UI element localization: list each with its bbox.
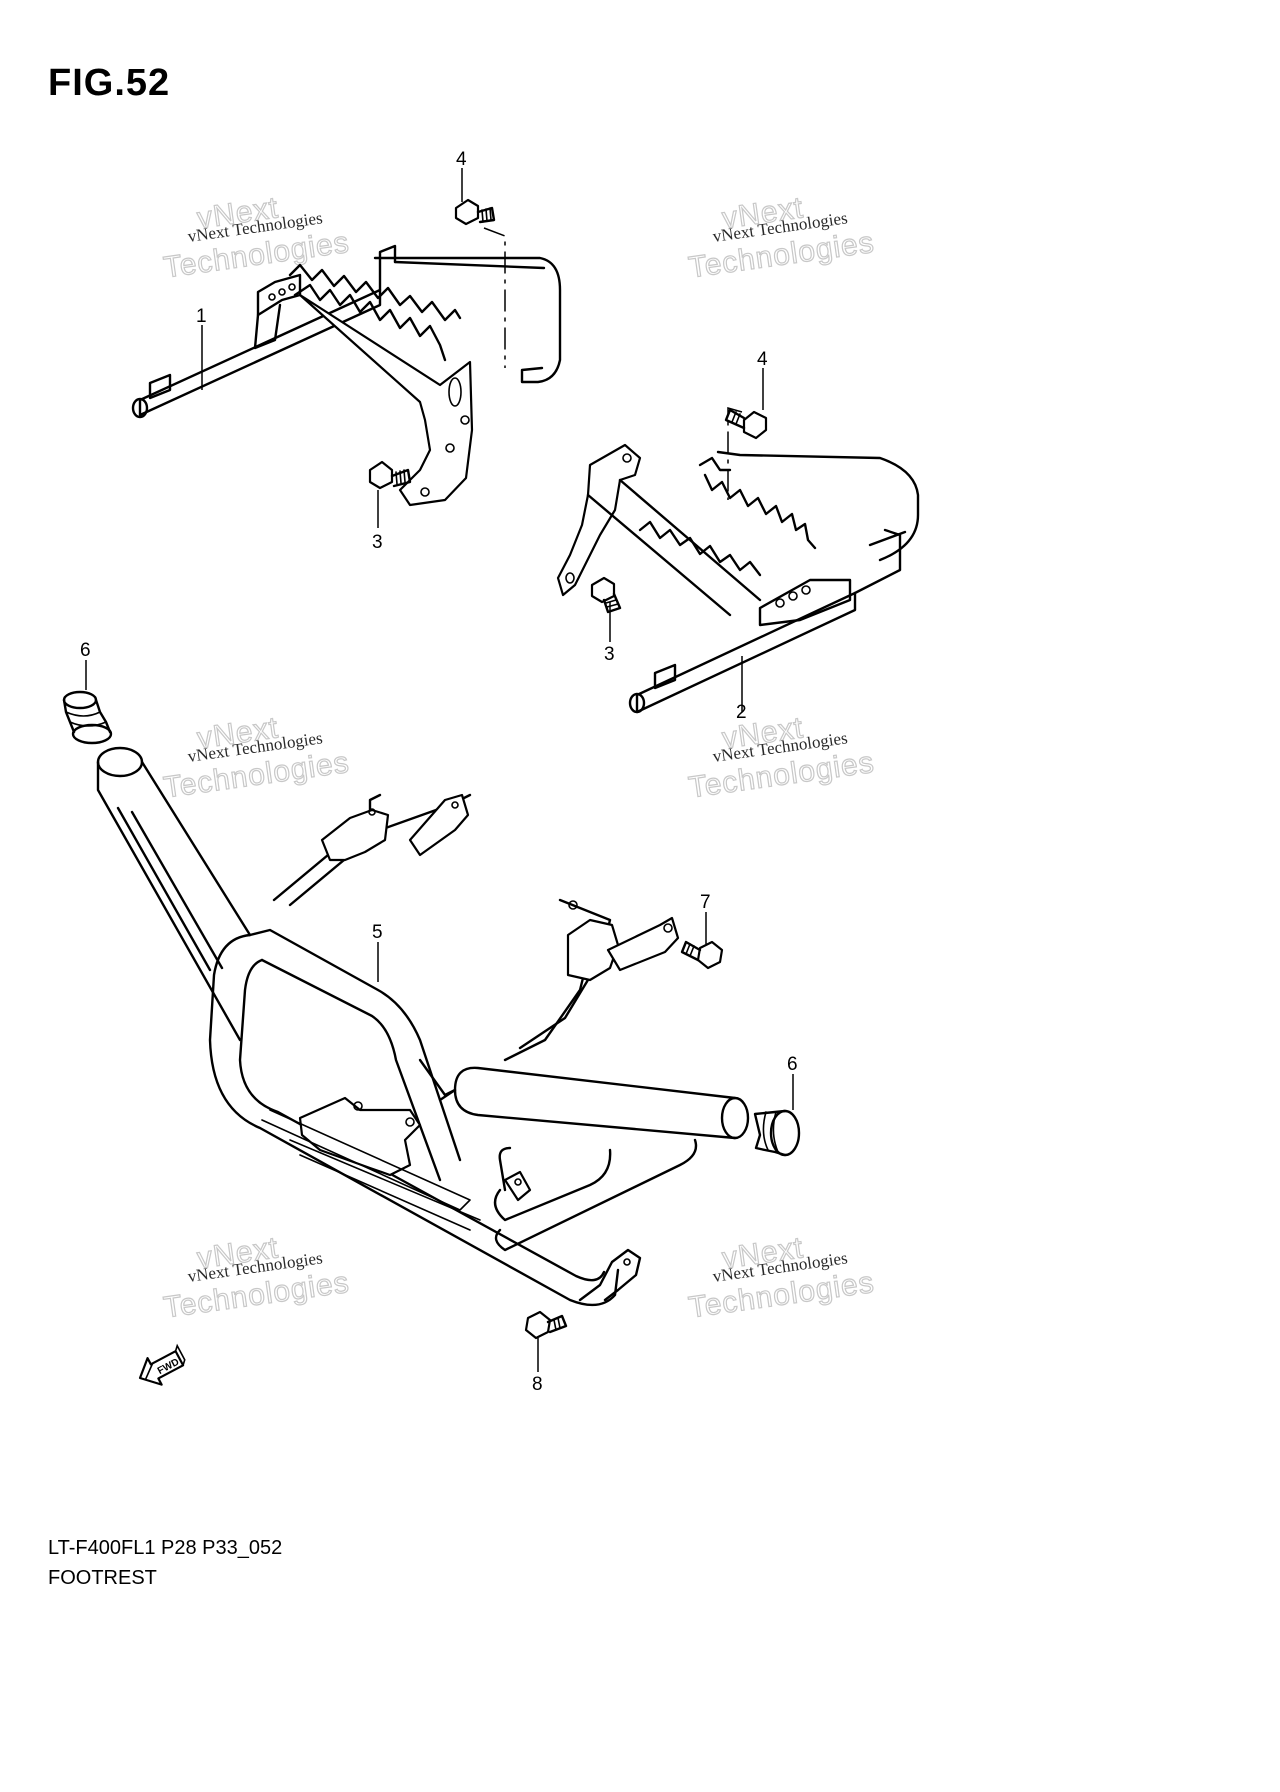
callout-1: 1	[196, 306, 207, 327]
callout-6-right: 6	[787, 1054, 798, 1075]
leader-lines	[85, 168, 794, 1372]
assembly-line-4-right	[727, 407, 743, 500]
part-3-bolt-left	[368, 460, 412, 490]
callout-2: 2	[736, 702, 747, 723]
watermark-3: vNext vNext Technologies Technologies	[161, 711, 352, 805]
callout-4-right: 4	[757, 349, 768, 370]
callout-6-left: 6	[80, 640, 91, 661]
part-6-cap-left	[62, 690, 113, 745]
diagram-name: FOOTREST	[48, 1567, 157, 1589]
watermark-6: vNext vNext Technologies Technologies	[686, 1231, 877, 1325]
part-5-bumper-frame	[96, 746, 750, 1307]
figure-title: FIG.52	[48, 62, 171, 104]
fwd-arrow-icon: FWD	[138, 1343, 186, 1386]
assembly-line-4-left	[483, 227, 506, 368]
part-7-bolt	[680, 940, 724, 970]
part-4-bolt-right	[724, 408, 768, 440]
part-8-bolt	[524, 1310, 568, 1340]
part-1-footrest-left	[131, 244, 562, 507]
diagram-code: LT-F400FL1 P28 P33_052	[48, 1537, 283, 1559]
callout-4-left: 4	[456, 149, 467, 170]
part-6-cap-right	[753, 1109, 801, 1157]
watermark-4: vNext vNext Technologies Technologies	[686, 711, 877, 805]
part-3-bolt-right	[590, 576, 622, 614]
part-2-footrest-right	[556, 443, 920, 714]
watermark-5: vNext vNext Technologies Technologies	[161, 1231, 352, 1325]
callout-3-left: 3	[372, 532, 383, 553]
part-4-bolt-left	[454, 198, 496, 226]
callout-8: 8	[532, 1374, 543, 1395]
footer: LT-F400FL1 P28 P33_052 FOOTREST	[48, 1533, 282, 1593]
watermark-2: vNext vNext Technologies Technologies	[686, 191, 877, 285]
callout-3-right: 3	[604, 644, 615, 665]
callout-5: 5	[372, 922, 383, 943]
callout-7: 7	[700, 892, 711, 913]
